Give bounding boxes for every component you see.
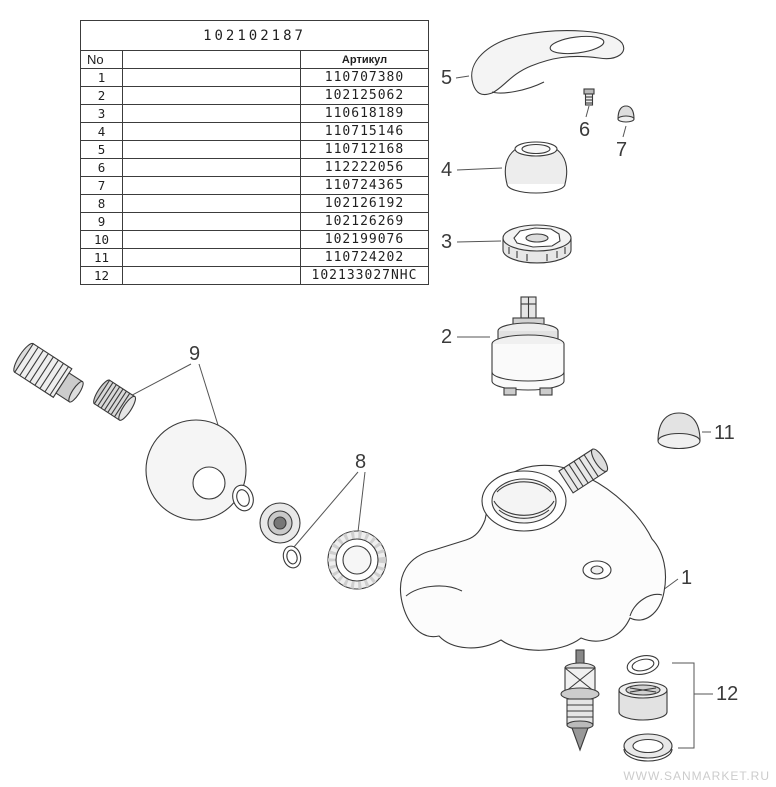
table-title: 102102187 [80,20,429,51]
callout-1: 1 [681,567,693,589]
callout-12: 12 [716,683,739,705]
callout-7: 7 [616,139,628,161]
part-7-plug [617,105,635,123]
part-3-lock-nut [502,224,572,264]
part-1-body [400,448,667,651]
part-11-cap [657,412,701,450]
part-6-screw [583,88,595,106]
callout-6: 6 [579,119,591,141]
part-12-group [560,649,673,762]
part-8-group [259,502,387,590]
part-4-dome-ring [504,141,568,194]
column-header-no: No [80,50,123,69]
callout-8: 8 [355,451,367,473]
leader-lines [120,75,713,749]
callout-9: 9 [189,343,201,365]
callout-3: 3 [441,231,453,253]
part-9-group [13,342,254,521]
callout-4: 4 [441,159,453,181]
callout-5: 5 [441,67,453,89]
callout-2: 2 [441,326,453,348]
table-title-row: 102102187 [80,20,429,51]
part-2-cartridge [491,296,565,396]
table-header-row: No Артикул [80,50,429,69]
watermark: WWW.SANMARKET.RU [623,769,770,783]
part-5-handle [471,30,625,96]
callout-11: 11 [714,422,735,444]
